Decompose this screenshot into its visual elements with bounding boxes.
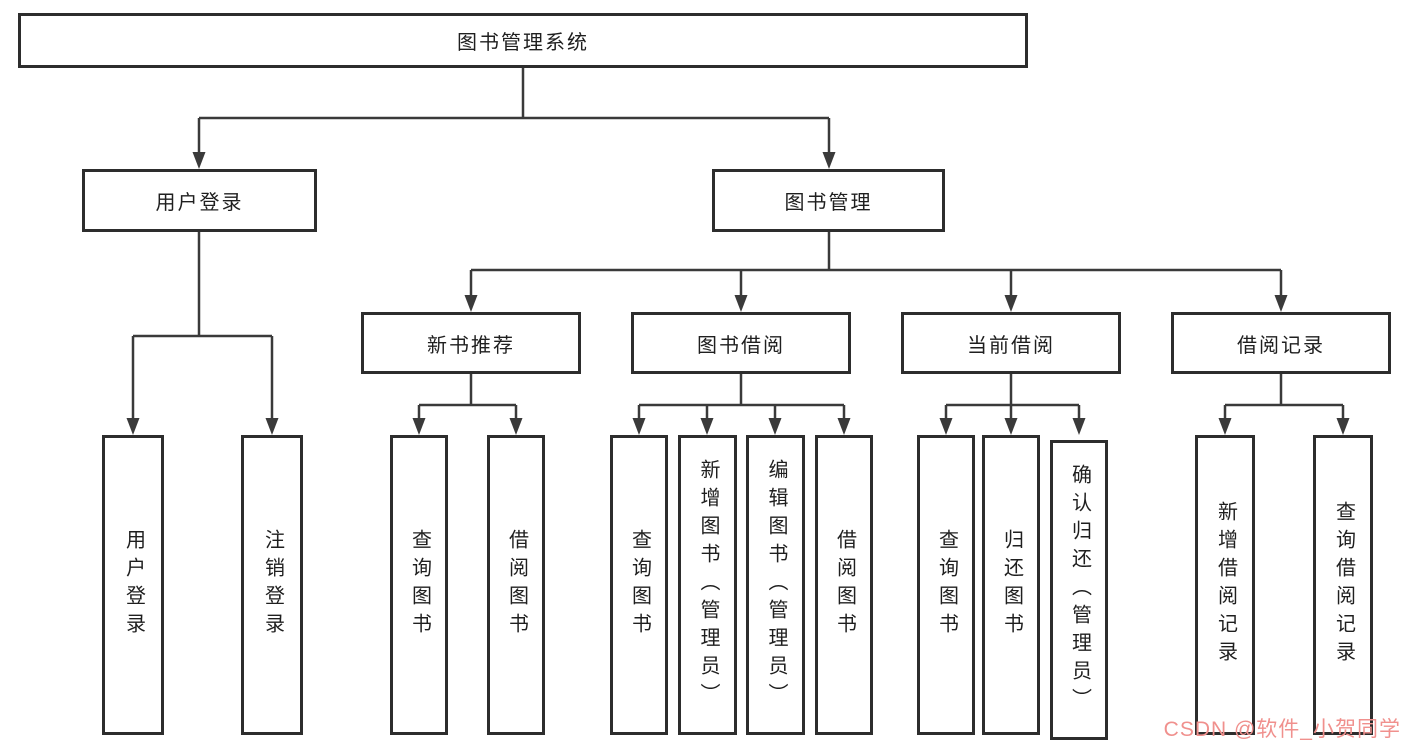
node-current-borrow-label: 当前借阅 <box>967 334 1055 357</box>
leaf-borrow-records-add: 新增借阅记录 <box>1195 435 1255 735</box>
leaf-new-books-borrow: 借阅图书 <box>487 435 545 735</box>
node-root-label: 图书管理系统 <box>457 32 589 54</box>
leaf-new-books-query: 查询图书 <box>390 435 448 735</box>
leaf-label: 归还图书 <box>1000 529 1023 641</box>
node-borrow-records-label: 借阅记录 <box>1237 334 1325 357</box>
leaf-label: 注销登录 <box>261 529 284 641</box>
node-current-borrow: 当前借阅 <box>901 312 1121 374</box>
leaf-label: 用户登录 <box>122 529 145 641</box>
leaf-book-borrow-query: 查询图书 <box>610 435 668 735</box>
leaf-user-login-login: 用户登录 <box>102 435 164 735</box>
node-root: 图书管理系统 <box>18 13 1028 68</box>
node-book-mgmt: 图书管理 <box>712 169 945 232</box>
leaf-book-borrow-edit: 编辑图书（管理员） <box>746 435 805 735</box>
leaf-label: 查询图书 <box>935 529 958 641</box>
arrowhead-icons <box>126 152 1350 435</box>
watermark: CSDN @软件_小贺同学 <box>1163 718 1401 741</box>
leaf-label: 编辑图书（管理员） <box>765 459 787 711</box>
leaf-label: 查询图书 <box>628 529 651 641</box>
leaf-label: 借阅图书 <box>505 529 528 641</box>
leaf-label: 借阅图书 <box>833 529 856 641</box>
leaf-book-borrow-borrow: 借阅图书 <box>815 435 873 735</box>
leaf-current-borrow-return: 归还图书 <box>982 435 1040 735</box>
leaf-label: 查询借阅记录 <box>1332 501 1355 669</box>
leaf-borrow-records-query: 查询借阅记录 <box>1313 435 1373 735</box>
leaf-user-login-logout: 注销登录 <box>241 435 303 735</box>
leaf-book-borrow-add: 新增图书（管理员） <box>678 435 737 735</box>
connector-lines <box>131 68 1345 421</box>
node-book-borrow-label: 图书借阅 <box>697 334 785 357</box>
node-book-borrow: 图书借阅 <box>631 312 851 374</box>
node-borrow-records: 借阅记录 <box>1171 312 1391 374</box>
leaf-current-borrow-query: 查询图书 <box>917 435 975 735</box>
leaf-label: 查询图书 <box>408 529 431 641</box>
node-new-books-label: 新书推荐 <box>427 334 515 357</box>
leaf-current-borrow-confirm: 确认归还（管理员） <box>1050 440 1108 740</box>
node-book-mgmt-label: 图书管理 <box>784 192 873 214</box>
leaf-label: 新增图书（管理员） <box>697 459 719 711</box>
node-new-books: 新书推荐 <box>361 312 581 374</box>
leaf-label: 确认归还（管理员） <box>1068 464 1091 716</box>
node-user-login: 用户登录 <box>82 169 317 232</box>
node-user-login-label: 用户登录 <box>155 192 244 214</box>
leaf-label: 新增借阅记录 <box>1214 501 1237 669</box>
